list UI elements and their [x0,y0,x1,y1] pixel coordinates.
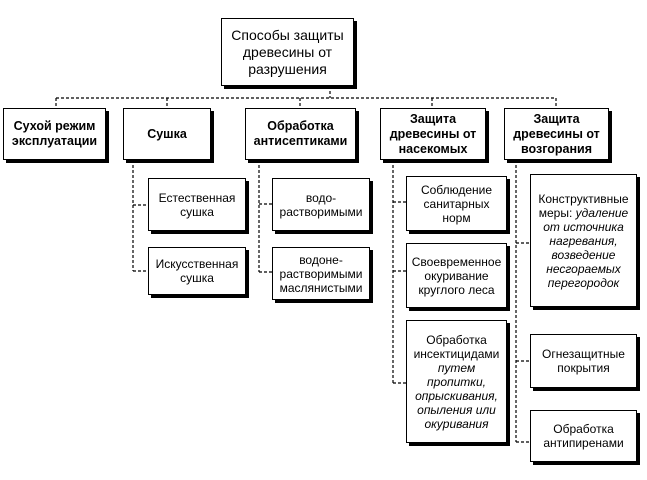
item-label: Своевременное окуривание круглого леса [411,254,502,297]
category-label: Обработка антисептиками [253,119,348,148]
fire-coatings-box: Огнезащитные покрытия [530,334,637,388]
antiseptic-oily-box: водоне-растворимыми маслянистыми [272,247,370,300]
category-label: Сушка [147,126,187,141]
fire-antipyrene-box: Обработка антипиренами [530,410,637,462]
insect-sanitary-box: Соблюдение санитарных норм [406,176,507,231]
root-box: Способы защиты древесины от разрушения [221,18,354,86]
antiseptic-water-soluble-box: водо-растворимыми [272,178,370,231]
drying-artificial-box: Искусственная сушка [148,247,246,295]
item-label: Огнезащитные покрытия [542,347,625,375]
category-antiseptics: Обработка антисептиками [245,108,356,160]
insect-fumigation-box: Своевременное окуривание круглого леса [406,243,507,308]
insect-insecticide-box: Обработка инсектицидами путем пропитки, … [406,320,507,443]
item-label: Обработка инсектицидами [413,332,500,361]
category-label: Защита древесины от насекомых [389,111,477,156]
category-label: Защита древесины от возгорания [513,111,600,156]
category-label: Сухой режим эксплуатации [11,119,98,148]
category-insects: Защита древесины от насекомых [380,108,486,160]
drying-natural-box: Естественная сушка [148,178,246,231]
item-detail: удаление от источника нагревания, возвед… [543,205,629,290]
category-dry-mode: Сухой режим эксплуатации [3,108,106,160]
item-label: Соблюдение санитарных норм [420,182,493,225]
root-label: Способы защиты древесины от разрушения [231,26,344,77]
item-label: Естественная сушка [158,190,236,219]
fire-constructive-box: Конструктивные меры: удаление от источни… [530,174,637,307]
item-label: Обработка антипиренами [543,422,624,450]
category-drying: Сушка [123,108,211,160]
category-fire: Защита древесины от возгорания [504,108,609,160]
item-label: Искусственная сушка [155,257,239,285]
item-label: водоне-растворимыми маслянистыми [279,252,363,295]
item-detail: путем пропитки, опрыскивания, опыления и… [415,360,498,431]
item-label: водо-растворимыми [279,190,363,219]
item-label: Конструктивные меры: [538,191,629,220]
